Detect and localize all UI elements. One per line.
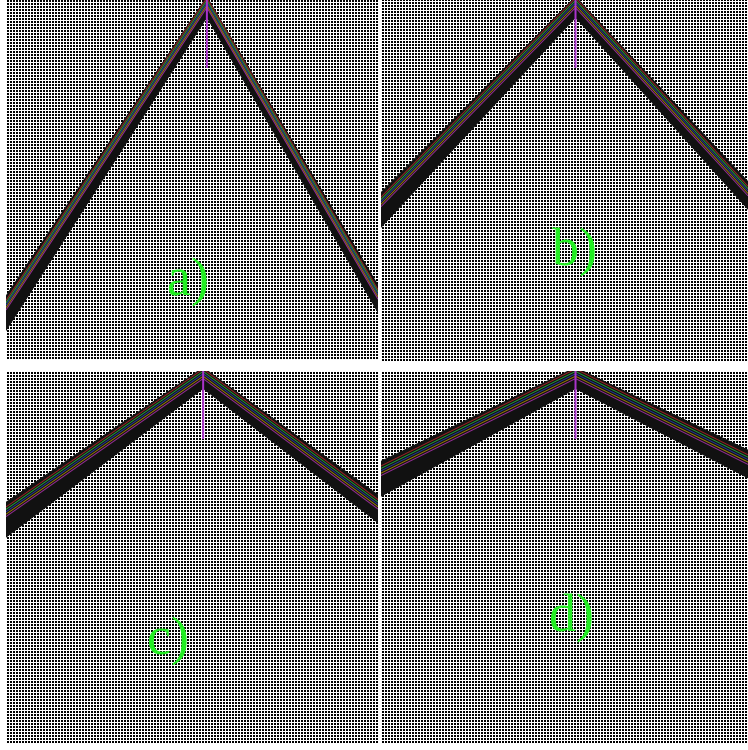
panel-c: c) bbox=[6, 371, 378, 744]
panel-b: b) bbox=[381, 0, 748, 362]
pulse-stripe-4 bbox=[381, 6, 748, 208]
pulse-stripe-2 bbox=[381, 2, 748, 203]
panel-label-d: d) bbox=[549, 583, 594, 643]
pulse-stripe-1 bbox=[381, 0, 748, 200]
panel-a: a) bbox=[6, 0, 378, 360]
pulse-stripe-0 bbox=[6, 0, 378, 301]
pulse-band-left bbox=[381, 0, 576, 228]
pulse-band-left bbox=[6, 371, 204, 538]
pulse-stripe-0 bbox=[381, 371, 748, 467]
panel-d: d) bbox=[381, 371, 748, 744]
panel-label-a: a) bbox=[167, 247, 209, 307]
pulse-band-left bbox=[381, 371, 576, 497]
pulse-trace-c bbox=[6, 371, 378, 538]
pulse-trace-d bbox=[381, 371, 748, 497]
panel-label-b: b) bbox=[552, 217, 597, 277]
pulse-stripe-4 bbox=[6, 377, 378, 518]
pulse-trace-a bbox=[6, 0, 378, 332]
pulse-stripe-3 bbox=[381, 4, 748, 205]
panel-label-c: c) bbox=[147, 606, 189, 666]
pulse-stripe-0 bbox=[6, 371, 378, 508]
pulse-trace-b bbox=[381, 0, 748, 228]
pulse-stripe-0 bbox=[381, 0, 748, 198]
